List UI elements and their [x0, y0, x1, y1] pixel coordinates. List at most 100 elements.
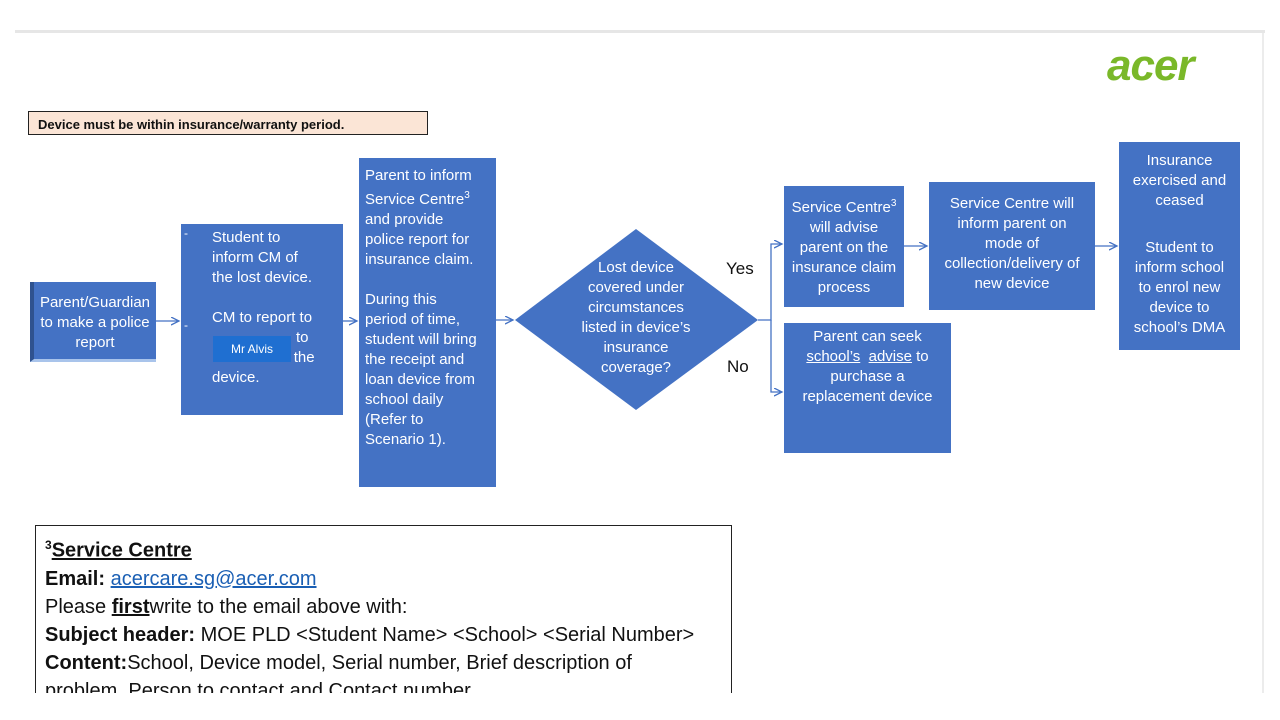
content-label: Content: [45, 651, 128, 674]
inform-line-2: Service Centre3 [365, 186, 492, 210]
seek-advise: advise [868, 348, 912, 365]
please-row: Please firstwrite to the email above wit… [45, 593, 731, 621]
scinform-line-2: inform parent on [957, 215, 1067, 232]
decision-line-4: listed in device’s [581, 319, 691, 336]
inform-line-11: loan device from [365, 371, 476, 388]
service-centre-inform-box: Service Centre will inform parent on mod… [929, 182, 1095, 310]
acer-logo: acer [1107, 41, 1198, 90]
advise-sc-sup: 3 [890, 198, 897, 209]
insurance-line-6: inform school [1134, 259, 1225, 276]
insurance-spacer [1121, 211, 1238, 238]
bottom-clip [0, 693, 1280, 720]
advise-sc-text: Service Centre [791, 199, 891, 216]
yes-label: Yes [726, 259, 754, 278]
advise-line-5: process [817, 279, 871, 296]
parent-line-1: Parent/Guardian [39, 294, 151, 311]
inform-line-14: Scenario 1). [365, 431, 446, 448]
decision-line-2: covered under [588, 279, 684, 296]
seek-line-2: school’s advise to [786, 347, 949, 367]
inform-line-10: the receipt and [365, 351, 465, 368]
email-row: Email: acercare.sg@acer.com [45, 565, 731, 593]
inform-line-12: school daily [365, 391, 444, 408]
scinform-line-4: collection/delivery of [944, 255, 1080, 272]
bullet-dash-1: - [184, 226, 188, 240]
decision-line-1: Lost device [598, 259, 674, 276]
service-title-sup: 3 [45, 538, 52, 552]
arrow-decision-branch [758, 244, 782, 321]
seek-schools: school’s [806, 348, 861, 365]
subject-label: Subject header: [45, 623, 196, 646]
decision-line-3: circumstances [588, 299, 684, 316]
please-rest: write to the email above with: [149, 595, 408, 618]
student-inform-box: Student to inform CM of the lost device.… [181, 224, 343, 415]
advise-line-1: Service Centre3 [786, 194, 902, 218]
seek-line-4: replacement device [802, 388, 933, 405]
warranty-note: Device must be within insurance/warranty… [28, 111, 428, 135]
insurance-line-8: device to [1149, 299, 1210, 316]
student-line-2: inform CM of [212, 249, 298, 266]
mr-alvis-tag: Mr Alvis [213, 336, 291, 362]
service-title-row: 3Service Centre [45, 531, 731, 565]
insurance-line-5: Student to [1145, 239, 1214, 256]
inform-service-centre-box: Parent to inform Service Centre3 and pro… [359, 158, 496, 487]
inform-line-5: insurance claim. [365, 251, 474, 268]
content-row: Content:School, Device model, Serial num… [45, 649, 731, 677]
right-divider [1262, 33, 1264, 693]
arrow-decision-no [770, 320, 782, 392]
inform-line-13: (Refer to [365, 411, 424, 428]
parent-report-box: Parent/Guardian to make a police report [30, 282, 156, 362]
student-line-5: CM to report to [212, 309, 313, 326]
advise-line-4: insurance claim [791, 259, 897, 276]
email-label: Email: [45, 567, 106, 590]
insurance-line-7: to enrol new [1138, 279, 1221, 296]
insurance-line-3: ceased [1155, 192, 1204, 209]
seek-line-1: Parent can seek [813, 328, 922, 345]
inform-line-1: Parent to inform [365, 167, 472, 184]
service-centre-info: 3Service Centre Email: acercare.sg@acer.… [35, 525, 732, 702]
subject-text: MOE PLD <Student Name> <School> <Serial … [200, 623, 695, 646]
parent-line-2: to make a police [40, 314, 150, 331]
inform-line-9: student will bring [365, 331, 477, 348]
insurance-exercised-box: Insurance exercised and ceased Student t… [1119, 142, 1240, 350]
subject-row: Subject header: MOE PLD <Student Name> <… [45, 621, 731, 649]
scinform-line-3: mode of [984, 235, 1040, 252]
inform-line-4: police report for [365, 231, 470, 248]
decision-line-5: insurance [603, 339, 669, 356]
first-text: first [111, 595, 150, 618]
acer-logo-text: acer [1107, 41, 1197, 90]
top-divider [15, 30, 1265, 33]
inform-line-7: During this [365, 291, 437, 308]
student-line-3: the lost device. [212, 269, 313, 286]
seek-to: to [916, 348, 929, 365]
inform-spacer [365, 270, 492, 290]
inform-sc-sup: 3 [464, 190, 470, 201]
content-text: School, Device model, Serial number, Bri… [127, 651, 632, 674]
student-line-1: Student to [212, 229, 281, 246]
inform-line-3: and provide [365, 211, 444, 228]
advise-line-2: will advise [809, 219, 879, 236]
advise-line-3: parent on the [799, 239, 889, 256]
scinform-line-1: Service Centre will [949, 195, 1075, 212]
decision-text: Lost device covered under circumstances … [566, 258, 706, 378]
inform-line-8: period of time, [365, 311, 461, 328]
student-line-8: device. [212, 369, 260, 386]
insurance-line-2: exercised and [1132, 172, 1227, 189]
service-centre-advise-box: Service Centre3 will advise parent on th… [784, 186, 904, 307]
scinform-line-5: new device [974, 275, 1050, 292]
decision-diamond [515, 229, 758, 410]
insurance-line-1: Insurance [1146, 152, 1213, 169]
student-spacer [212, 288, 337, 308]
service-title: Service Centre [51, 539, 192, 562]
please-text: Please [45, 595, 107, 618]
parent-line-3: report [75, 334, 115, 351]
inform-sc-text: Service Centre [365, 191, 465, 208]
decision-line-6: coverage? [600, 359, 672, 376]
no-label: No [727, 357, 749, 376]
parent-seek-advice-box: Parent can seek school’s advise to purch… [784, 323, 951, 453]
student-line-6: to [296, 329, 309, 346]
insurance-line-9: school’s DMA [1133, 319, 1226, 336]
bullet-dash-2: - [184, 318, 188, 332]
email-link[interactable]: acercare.sg@acer.com [110, 567, 317, 590]
seek-line-3: purchase a [830, 368, 905, 385]
